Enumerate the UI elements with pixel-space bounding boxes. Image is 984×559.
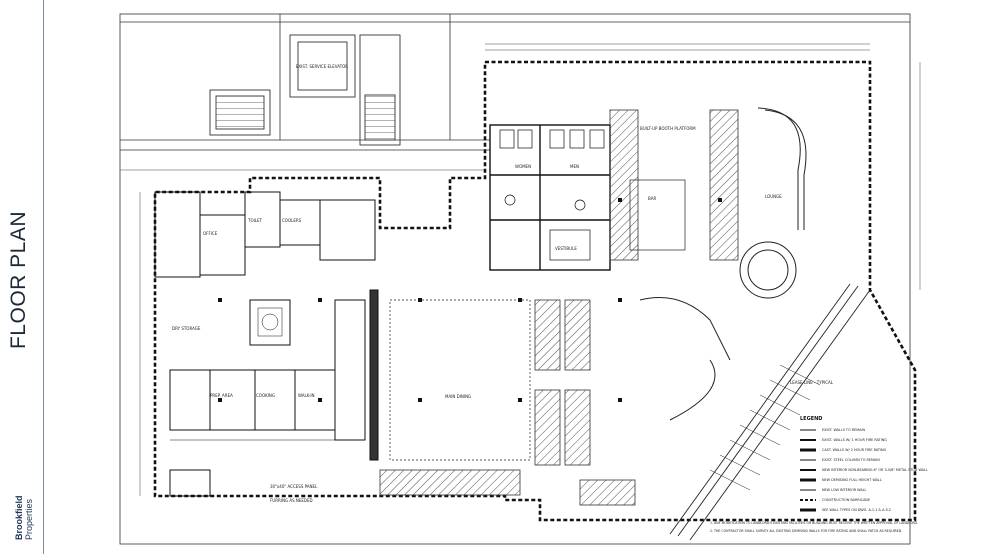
storefront-curve: [639, 107, 807, 421]
label-walk-in: WALK-IN: [298, 393, 315, 398]
floor-plan-svg: EXIST. SERVICE ELEVATOR: [119, 13, 928, 545]
label-furring: FURRING AS NEEDED: [270, 498, 313, 503]
dimension-lines: [120, 43, 921, 496]
label-lease-line: LEASE LINE - TYPICAL: [790, 380, 834, 385]
legend-item: EXIST. WALLS W/ 1 HOUR FIRE RATING: [822, 438, 887, 442]
legend-item: SEE WALL TYPES ON DWG. A-1.1 & A-5.2: [822, 508, 891, 512]
legend-item: NEW DEMISING FULL HEIGHT WALL: [822, 478, 882, 482]
label-women: WOMEN: [515, 164, 531, 169]
label-office: OFFICE: [203, 231, 218, 236]
label-lounge: LOUNGE: [765, 194, 782, 199]
label-cooking: COOKING: [256, 393, 275, 398]
label-men: MEN: [570, 164, 579, 169]
lease-line: [153, 60, 917, 522]
label-bar: BAR: [648, 196, 656, 201]
label-coolers: COOLERS: [282, 218, 302, 223]
title-sidebar: FLOOR PLAN Brookfield Properties: [0, 0, 44, 554]
general-notes: 1. ANY MODIFICATION TO LANDLORD'S EXISTI…: [710, 521, 918, 533]
brand-name: Brookfield: [14, 495, 24, 540]
label-booth-platform: BUILT-UP BOOTH PLATFORM: [640, 126, 696, 131]
label-toilet: TOILET: [247, 218, 263, 223]
dining-area: MAIN DINING BAR LOUNGE LEASE LINE - TYPI…: [389, 179, 834, 461]
booth-platforms: BUILT-UP BOOTH PLATFORM: [379, 109, 739, 506]
restroom-block: WOMEN MEN VESTIBULE: [489, 124, 611, 271]
label-access-panel: 30"x40" ACCESS PANEL: [270, 484, 318, 489]
elevator-label: EXIST. SERVICE ELEVATOR: [296, 64, 348, 69]
label-vestibule: VESTIBULE: [555, 246, 577, 251]
legend-item: EXIST. STEEL COLUMN TO REMAIN: [822, 458, 880, 462]
legend: LEGEND EXIST. WALLS TO REMAIN EXIST. WALL…: [800, 416, 928, 512]
legend-item: EXIST. WALLS TO REMAIN: [822, 428, 865, 432]
label-dry-storage: DRY STORAGE: [172, 326, 201, 331]
brand-logo: Brookfield Properties: [14, 495, 34, 540]
existing-building-lines: [119, 13, 911, 545]
column-markers: [218, 198, 722, 402]
page-title: FLOOR PLAN: [7, 210, 30, 350]
note-2: 2. THE CONTRACTOR SHALL SURVEY ALL EXIST…: [710, 529, 902, 533]
label-main-dining: MAIN DINING: [445, 394, 471, 399]
elevator-stair-core: EXIST. SERVICE ELEVATOR: [209, 34, 401, 146]
brand-sub: Properties: [24, 498, 34, 540]
legend-item: CONSTRUCTION BARRICADE: [822, 498, 870, 502]
floor-plan-drawing: EXIST. SERVICE ELEVATOR: [110, 0, 984, 554]
legend-title: LEGEND: [800, 416, 822, 422]
label-prep-area: PREP. AREA: [210, 393, 233, 398]
legend-item: NEW LOW INTERIOR WALL: [822, 488, 867, 492]
legend-item: NEW INTERIOR NON-BEARING 6" OR 3-5/8" ME…: [822, 468, 928, 472]
diagonal-storefront: [669, 283, 871, 541]
note-1: 1. ANY MODIFICATION TO LANDLORD'S EXISTI…: [710, 521, 918, 525]
legend-item: CAST. WALLS W/ 2 HOUR FIRE RATING: [822, 448, 887, 452]
back-of-house-rooms: DRY STORAGE PREP. AREA COOKING WALK-IN C…: [154, 191, 379, 503]
